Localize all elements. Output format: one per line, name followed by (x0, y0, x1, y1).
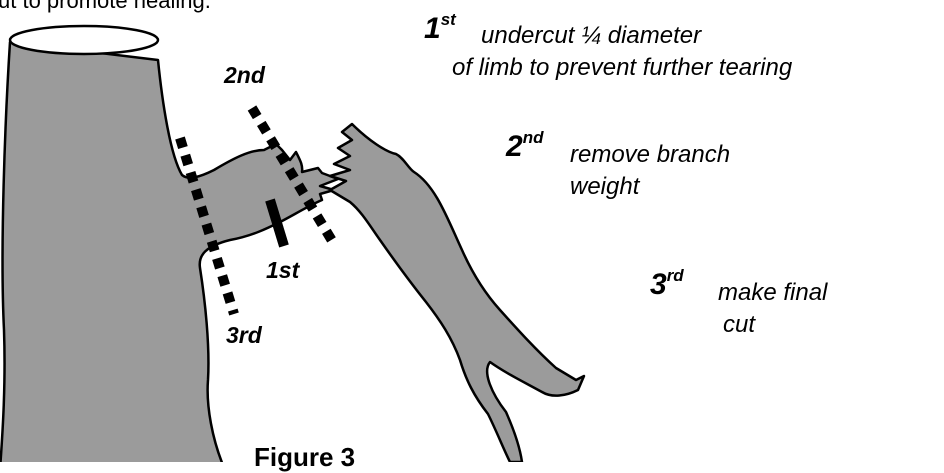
step-1-line2: of limb to prevent further tearing (452, 53, 792, 83)
severed-branch-shape (330, 124, 584, 462)
step-1: 1st (424, 12, 456, 46)
step-2-line1: remove branch (570, 140, 730, 170)
first-cut-label: 1st (266, 257, 299, 284)
step-3-line1: make final (718, 278, 827, 308)
figure-caption: Figure 3 (254, 442, 355, 473)
step-1-number: 1st (424, 12, 456, 45)
second-cut-label: 2nd (224, 62, 265, 89)
trunk-top-ellipse (10, 26, 158, 54)
step-1-line1: undercut ¼ diameter (481, 21, 701, 51)
step-3: 3rd (650, 268, 684, 302)
trunk-shape (0, 42, 338, 462)
step-2-line2: weight (570, 172, 639, 202)
step-2: 2nd (506, 130, 543, 164)
step-3-number: 3rd (650, 268, 684, 301)
step-2-number: 2nd (506, 130, 543, 163)
step-3-line2: cut (723, 310, 755, 340)
third-cut-label: 3rd (226, 322, 262, 349)
